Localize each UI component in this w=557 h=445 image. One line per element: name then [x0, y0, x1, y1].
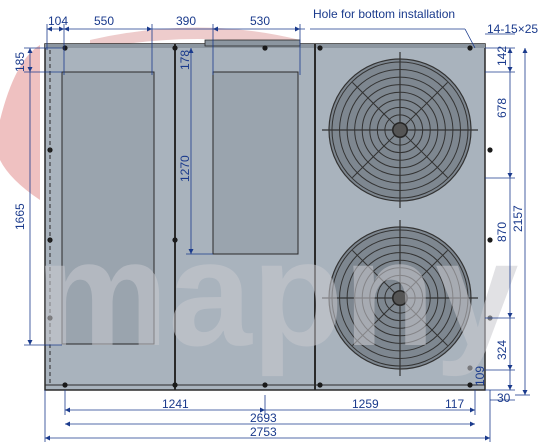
dimension-arrow [507, 385, 513, 390]
dim-right-678: 678 [495, 98, 509, 118]
dim-panel2-1270: 1270 [178, 155, 192, 182]
bolt-marker [317, 382, 323, 388]
dim-top-390: 390 [176, 14, 196, 28]
dim-right-324: 324 [495, 340, 509, 360]
fan-guard-icon [322, 52, 478, 208]
dimension-arrow [27, 48, 33, 53]
dimension-arrow [65, 421, 70, 427]
watermark: mapny [35, 209, 518, 377]
access-door-left [61, 71, 155, 345]
dimension-arrow [147, 26, 152, 32]
dimension-lines [24, 24, 530, 442]
dim-panel2-178: 178 [178, 50, 192, 70]
dimension-arrow [470, 407, 475, 413]
dim-left-185: 185 [13, 52, 27, 72]
dim-bottom-1241: 1241 [162, 397, 189, 411]
dimension-arrow [507, 365, 513, 370]
dimension-arrow [485, 435, 490, 441]
dimension-arrow [47, 26, 52, 32]
dimension-arrow [470, 421, 475, 427]
dim-bottom-2693: 2693 [250, 411, 277, 425]
bolt-marker [172, 45, 178, 51]
dim-right-142: 142 [495, 46, 509, 66]
dimension-arrow [65, 407, 70, 413]
dimension-arrow [64, 26, 69, 32]
bolt-marker [172, 382, 178, 388]
dim-bottom-117: 117 [445, 397, 464, 411]
dimension-arrows [27, 26, 528, 441]
dimension-arrow [507, 173, 513, 178]
bolt-marker [487, 237, 493, 243]
top-hatch [204, 39, 301, 47]
dimension-arrow [59, 26, 64, 32]
bolt-marker [62, 45, 68, 51]
dimension-arrow [260, 407, 265, 413]
dimension-arrow [507, 67, 513, 72]
dimension-arrow [188, 249, 194, 254]
dimension-arrow [507, 48, 513, 53]
dim-right-30: 30 [497, 391, 511, 405]
hole-note: Hole for bottom installation [313, 7, 455, 21]
dimension-arrow [522, 390, 528, 395]
fan-guard-icon [322, 220, 478, 376]
dim-top-530: 530 [250, 14, 270, 28]
bolt-marker [172, 237, 178, 243]
logo-red-accent-top [90, 27, 300, 50]
bolt-marker [317, 45, 323, 51]
access-door-middle [212, 71, 299, 255]
dim-top-104: 104 [48, 14, 68, 28]
dimension-arrow [27, 340, 33, 345]
bolt-marker [262, 382, 268, 388]
dim-right-870: 870 [495, 222, 509, 242]
dim-left-1665: 1665 [13, 203, 27, 230]
dim-bottom-1259: 1259 [352, 397, 379, 411]
dimension-arrow [522, 48, 528, 53]
bolt-marker [467, 365, 473, 371]
bolt-marker [467, 382, 473, 388]
bolt-marker [62, 382, 68, 388]
dim-top-550: 550 [94, 14, 114, 28]
dimension-arrow [188, 48, 194, 53]
dimension-arrow [45, 435, 50, 441]
dim-right-2157: 2157 [511, 205, 525, 232]
dimension-arrow [27, 67, 33, 72]
bolt-marker [487, 147, 493, 153]
dim-bottom-2753: 2753 [250, 425, 277, 439]
hole-spec: 14-15×25 [487, 22, 538, 36]
dimension-arrow [213, 26, 218, 32]
dimension-arrow [295, 26, 300, 32]
bolt-marker [467, 45, 473, 51]
dim-right-109: 109 [473, 366, 487, 386]
bolt-marker [262, 45, 268, 51]
dimension-arrow [507, 313, 513, 318]
